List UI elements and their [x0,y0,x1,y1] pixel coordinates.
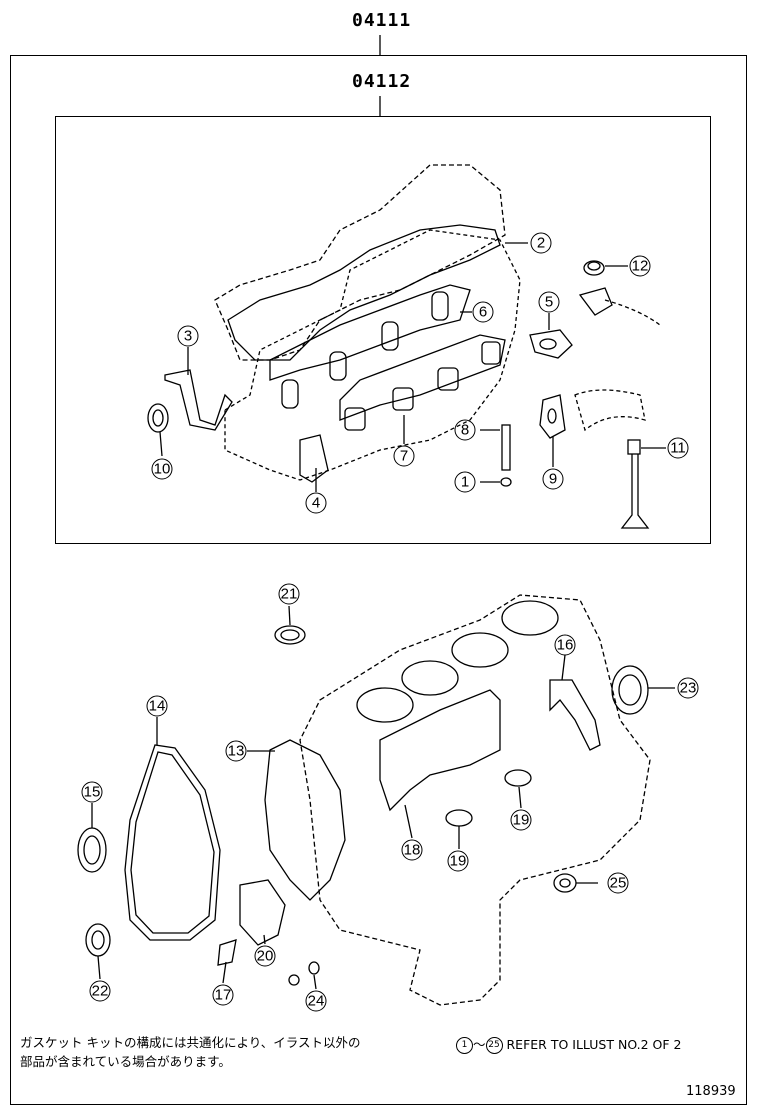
callout-14: 14 [149,698,166,715]
callout-17: 17 [215,987,232,1004]
figure-number: 118939 [686,1084,736,1099]
callout-6: 6 [479,304,487,321]
callout-3: 3 [184,328,192,345]
callout-19: 19 [513,812,530,829]
callout-24: 24 [308,993,325,1010]
callout-7: 7 [400,448,408,465]
callout-20: 20 [257,948,274,965]
callout-16: 16 [557,637,574,654]
inner-kit-code: 04112 [352,71,412,92]
outer-kit-code: 04111 [352,10,412,31]
callout-15: 15 [84,784,101,801]
callout-11: 11 [670,440,686,457]
inner-kit-frame [55,116,711,544]
note-line-1: ガスケット キットの構成には共通化により、イラスト以外の [20,1035,361,1050]
callout-21: 21 [281,586,298,603]
kit-composition-note: ガスケット キットの構成には共通化により、イラスト以外の 部品が含まれている場合… [20,1033,360,1071]
ref-end-callout: 25 [485,1037,503,1054]
note-line-2: 部品が含まれている場合があります。 [20,1054,231,1069]
callout-25: 25 [610,875,627,892]
callout-2: 2 [537,235,545,252]
callout-1: 1 [461,474,469,491]
callout-19: 19 [450,853,467,870]
callout-4: 4 [312,495,320,512]
callout-9: 9 [549,471,557,488]
callout-10: 10 [154,461,171,478]
callout-22: 22 [92,983,109,1000]
callout-18: 18 [404,842,421,859]
ref-tilde: ～ [473,1037,486,1052]
callout-8: 8 [461,422,469,439]
callout-5: 5 [545,294,553,311]
callout-12: 12 [632,258,649,275]
ref-start-callout: 1 [456,1037,473,1054]
callout-23: 23 [680,680,697,697]
outer-kit-frame [10,55,747,1105]
callout-13: 13 [228,743,245,760]
illustration-reference: 1～25 REFER TO ILLUST NO.2 OF 2 [456,1034,682,1054]
ref-text: REFER TO ILLUST NO.2 OF 2 [506,1037,682,1052]
